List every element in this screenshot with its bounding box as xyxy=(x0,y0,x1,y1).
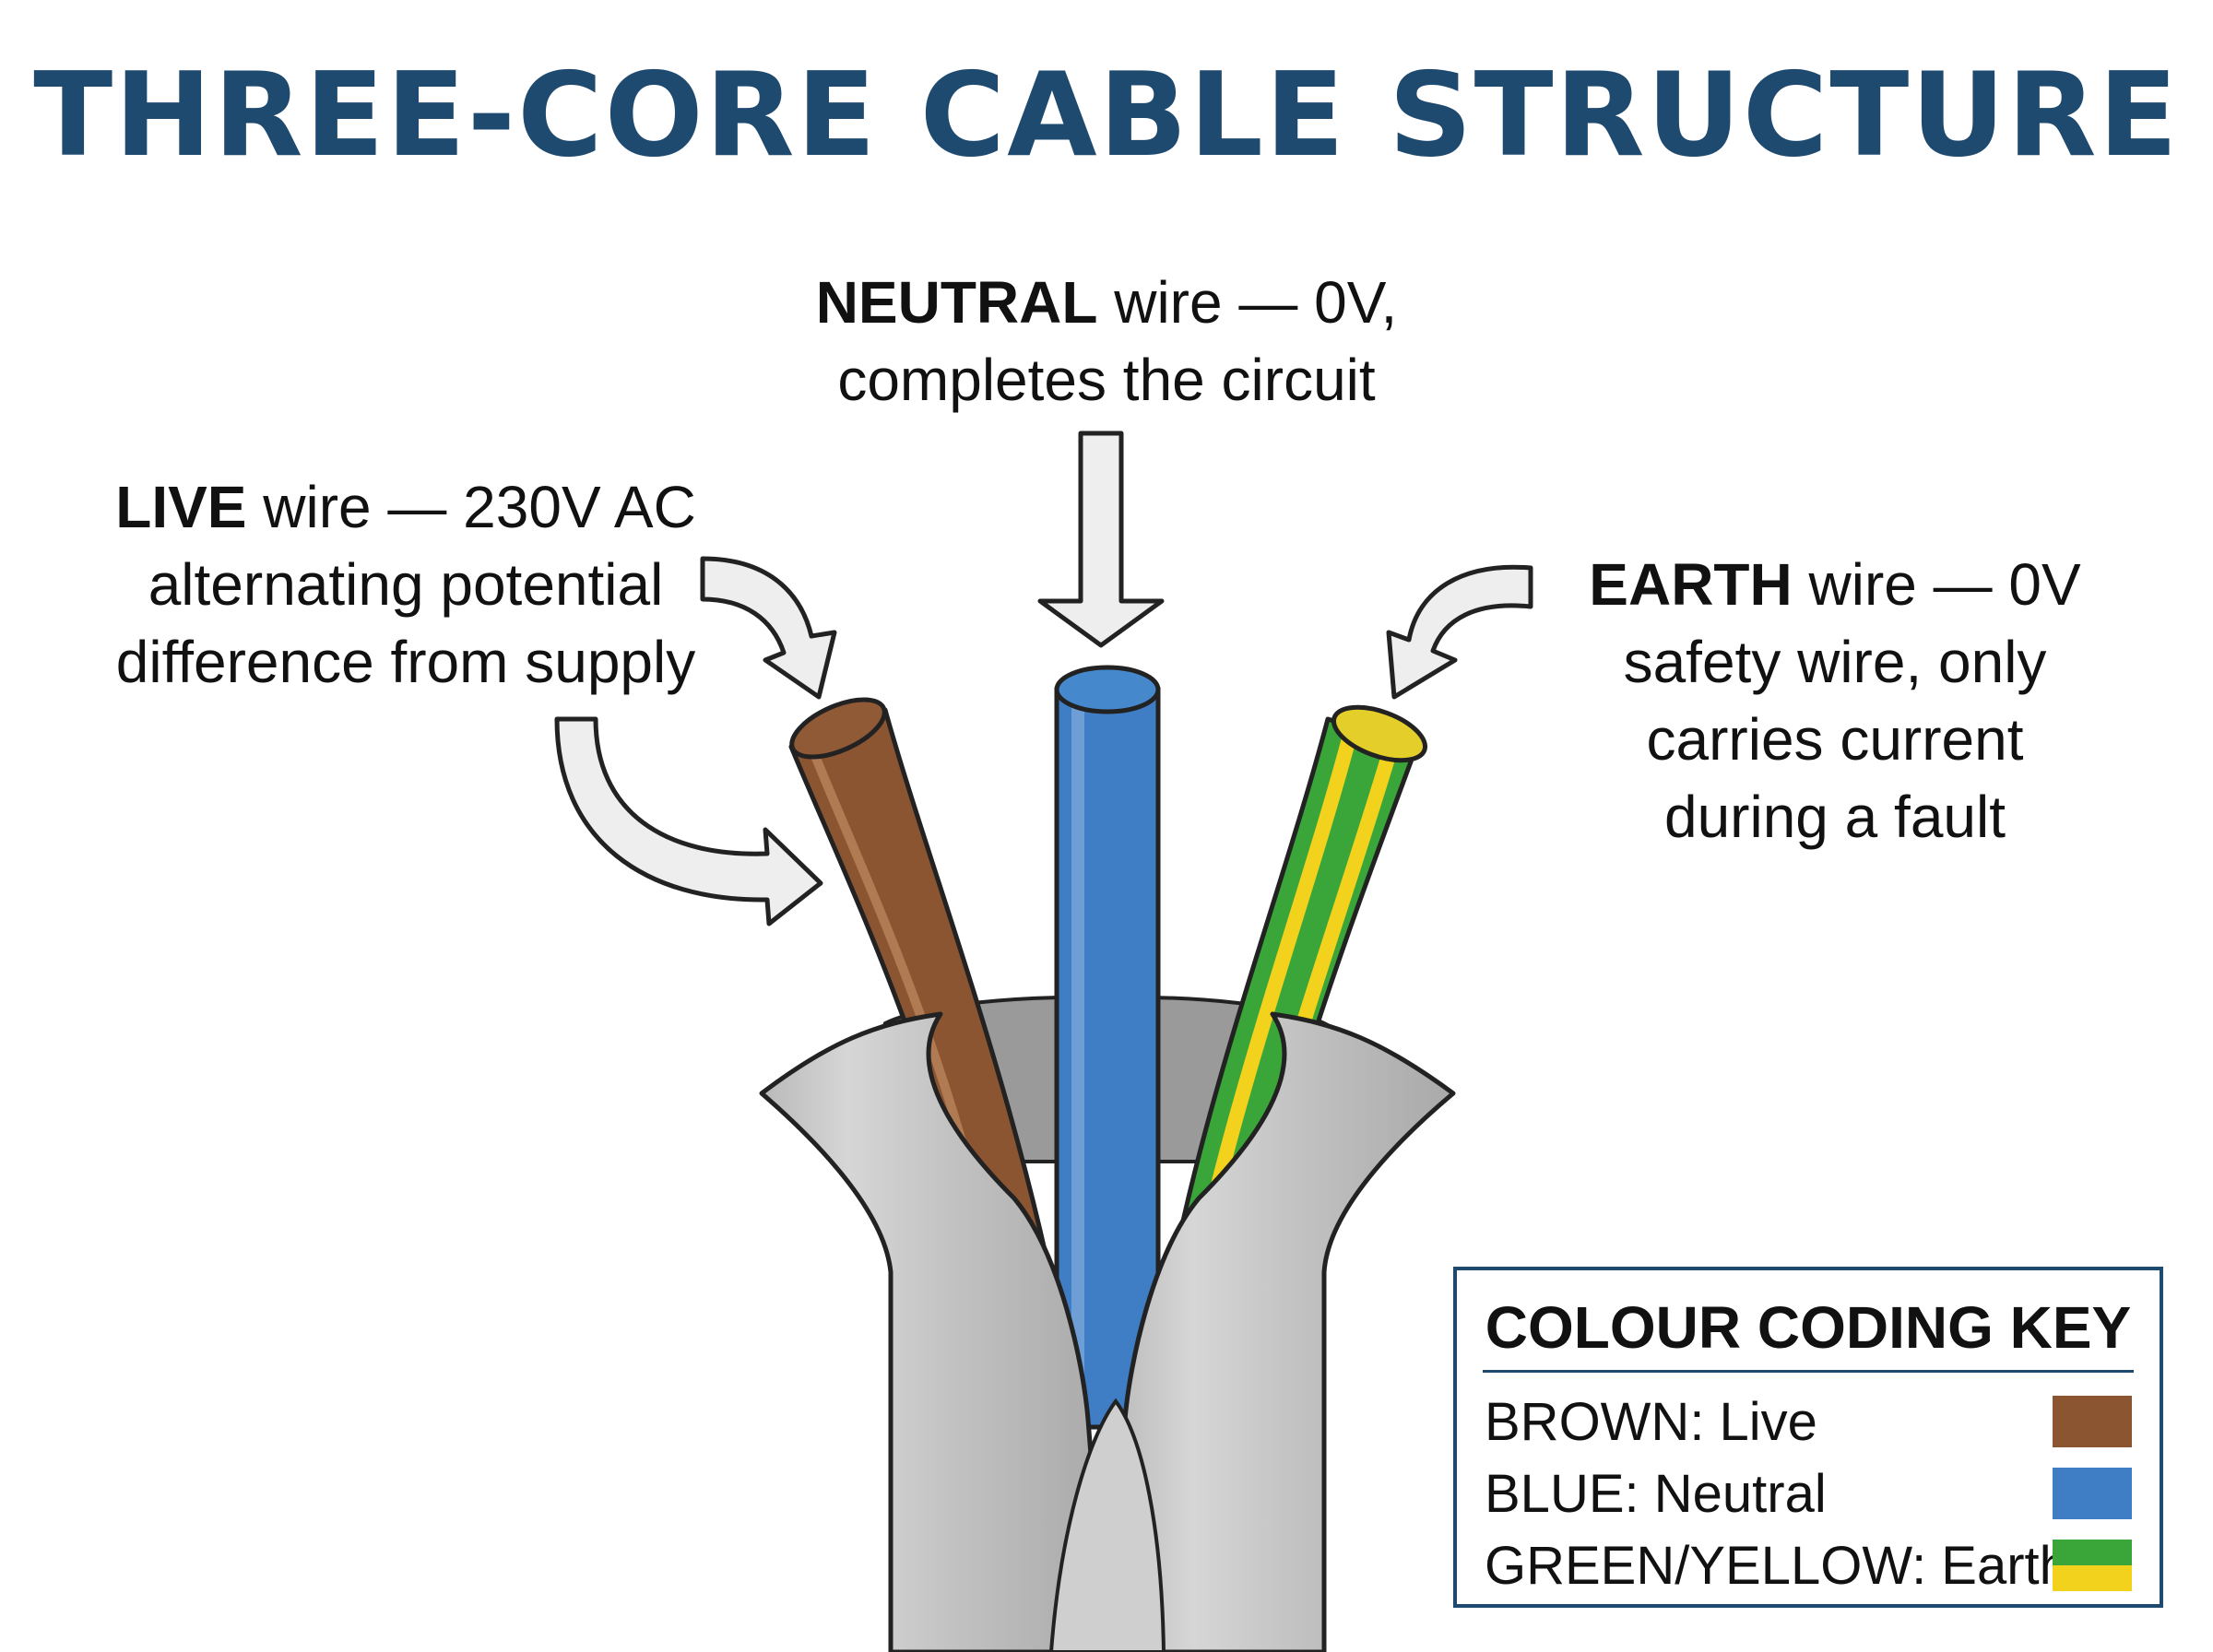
neutral-wire xyxy=(1054,665,1161,1430)
earth-label-line4: during a fault xyxy=(1663,784,2006,850)
earth-label-line2: safety wire, only xyxy=(1623,629,2047,695)
live-label-line2: alternating potential xyxy=(148,551,664,618)
colour-coding-key: COLOUR CODING KEY BROWN: Live BLUE: Neut… xyxy=(1453,1267,2163,1608)
key-row-earth-label: GREEN/YELLOW: Earth xyxy=(1485,1536,2069,1596)
neutral-label-bold: NEUTRAL xyxy=(815,269,1098,336)
outer-sheath xyxy=(759,1011,1456,1652)
neutral-label-line2: completes the circuit xyxy=(837,347,1376,413)
key-row-earth: GREEN/YELLOW: Earth xyxy=(1485,1534,2132,1599)
key-row-live: BROWN: Live xyxy=(1485,1390,2132,1455)
arrow-neutral xyxy=(1037,431,1165,648)
earth-label-line3: carries current xyxy=(1646,706,2024,773)
blue-swatch xyxy=(2053,1468,2132,1519)
earth-label-line1: wire — 0V xyxy=(1792,551,2081,618)
earth-label-bold: EARTH xyxy=(1589,551,1793,618)
neutral-label-line1: wire — 0V, xyxy=(1097,269,1398,336)
arrow-earth xyxy=(1386,564,1533,700)
key-divider xyxy=(1483,1370,2134,1373)
arrow-live-upper xyxy=(700,556,837,700)
key-row-neutral-label: BLUE: Neutral xyxy=(1485,1464,1827,1524)
key-row-live-label: BROWN: Live xyxy=(1485,1392,1817,1452)
key-title: COLOUR CODING KEY xyxy=(1485,1294,2132,1361)
live-wire-label: LIVE wire — 230V AC alternating potentia… xyxy=(37,468,775,701)
brown-swatch xyxy=(2053,1396,2132,1447)
green-yellow-swatch xyxy=(2053,1540,2132,1591)
diagram-title: THREE-CORE CABLE STRUCTURE xyxy=(33,47,2180,183)
live-label-bold: LIVE xyxy=(115,474,247,540)
live-label-line1: wire — 230V AC xyxy=(246,474,696,540)
arrow-live-lower xyxy=(554,716,823,926)
key-row-neutral: BLUE: Neutral xyxy=(1485,1462,2132,1527)
neutral-wire-label: NEUTRAL wire — 0V, completes the circuit xyxy=(645,264,1568,419)
live-label-line3: difference from supply xyxy=(115,629,696,695)
earth-wire-label: EARTH wire — 0V safety wire, only carrie… xyxy=(1521,546,2148,856)
